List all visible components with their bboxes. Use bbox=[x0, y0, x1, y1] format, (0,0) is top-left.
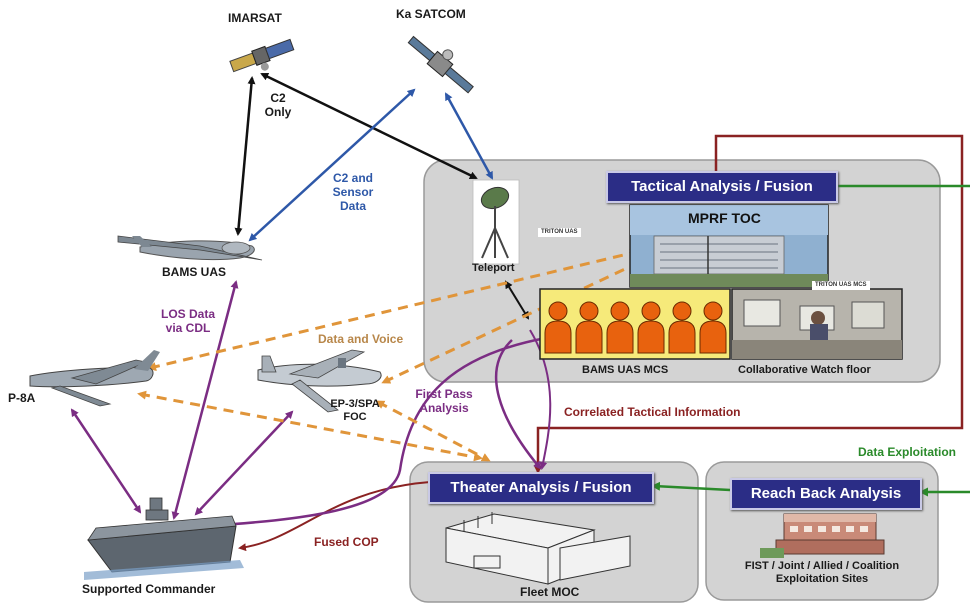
first-pass-line1: First Pass bbox=[415, 387, 473, 401]
triton-uas-tag: TRITON UAS bbox=[538, 228, 581, 237]
exploitation-sites-label: FIST / Joint / Allied / Coalition Exploi… bbox=[716, 560, 928, 585]
mcs-operators-group bbox=[540, 289, 730, 359]
los-line1: LOS Data bbox=[160, 307, 215, 321]
fused-cop-label: Fused COP bbox=[314, 535, 379, 549]
ka-uas-link bbox=[248, 88, 416, 242]
ep3-aircraft-icon bbox=[257, 349, 382, 413]
watch-floor-label: Collaborative Watch floor bbox=[738, 364, 871, 376]
data-and-voice-label: Data and Voice bbox=[318, 332, 404, 346]
first-pass-line2: Analysis bbox=[419, 400, 469, 415]
data-exploitation-label: Data Exploitation bbox=[858, 445, 957, 459]
data-voice-ep3-toc bbox=[381, 260, 643, 384]
reach-back-analysis-header: Reach Back Analysis bbox=[730, 478, 922, 510]
operators-svg bbox=[544, 301, 727, 354]
c2-sensor-data-label: C2 and Sensor Data bbox=[318, 171, 388, 213]
c2-only-line2: Only bbox=[264, 104, 292, 119]
correlated-loop-line bbox=[534, 134, 964, 474]
teleport-label: Teleport bbox=[472, 262, 515, 274]
mprf-toc-label: MPRF TOC bbox=[688, 210, 761, 226]
teleport-dish-icon bbox=[472, 179, 520, 265]
ka-teleport-link bbox=[444, 92, 494, 180]
p8a-label: P-8A bbox=[8, 391, 36, 405]
bams-uas-mcs-label: BAMS UAS MCS bbox=[582, 364, 669, 376]
imarsat-uas-link bbox=[234, 76, 256, 236]
first-pass-analysis-label: First Pass Analysis bbox=[406, 387, 482, 416]
exploitation-sites-line1: FIST / Joint / Allied / Coalition bbox=[744, 560, 900, 572]
imarsat-satellite-icon bbox=[229, 38, 295, 73]
mprf-toc-photo bbox=[629, 204, 829, 288]
operator-person-icon bbox=[699, 301, 727, 354]
operator-person-icon bbox=[544, 301, 572, 354]
los-line2: via CDL bbox=[165, 320, 211, 335]
operator-person-icon bbox=[606, 301, 634, 354]
operator-person-icon bbox=[575, 301, 603, 354]
c2-only-line1: C2 bbox=[270, 91, 286, 105]
c2-only-label: C2 Only bbox=[258, 91, 298, 120]
data-voice-ep3-theater bbox=[375, 400, 491, 462]
imarsat-label: IMARSAT bbox=[228, 11, 282, 25]
imarsat-teleport-link bbox=[260, 72, 478, 180]
mcs-operators-panel bbox=[539, 288, 731, 360]
supported-commander-label: Supported Commander bbox=[82, 582, 216, 596]
reach-to-theater-arrow bbox=[651, 481, 731, 492]
ka-satcom-label: Ka SATCOM bbox=[396, 7, 466, 21]
operator-person-icon bbox=[668, 301, 696, 354]
c2-sensor-line1: C2 and bbox=[332, 171, 373, 185]
correlated-tactical-info-label: Correlated Tactical Information bbox=[564, 405, 741, 419]
ep3-label-name: EP-3/SPA bbox=[330, 398, 380, 410]
operator-person-icon bbox=[637, 301, 665, 354]
tactical-analysis-header: Tactical Analysis / Fusion bbox=[606, 171, 838, 203]
p8a-commander-link bbox=[70, 408, 142, 514]
bams-uas-label: BAMS UAS bbox=[162, 265, 227, 279]
exploitation-sites-building-icon bbox=[760, 513, 885, 558]
data-voice-p8a-theater bbox=[137, 390, 483, 462]
theater-analysis-header: Theater Analysis / Fusion bbox=[428, 472, 654, 504]
fleet-moc-label: Fleet MOC bbox=[520, 585, 580, 599]
los-data-label: LOS Data via CDL bbox=[150, 307, 226, 336]
bams-uas-aircraft-icon bbox=[117, 235, 263, 261]
fleet-moc-building-icon bbox=[445, 512, 631, 585]
exploitation-sites-line2: Exploitation Sites bbox=[775, 572, 869, 585]
ep3-commander-link bbox=[194, 410, 294, 516]
aircraft-carrier-icon bbox=[84, 497, 244, 580]
triton-mcs-tag: TRITON UAS MCS bbox=[812, 281, 870, 290]
foc-label: FOC bbox=[343, 410, 367, 423]
c2-sensor-line3: Data bbox=[339, 198, 366, 213]
p8a-aircraft-icon bbox=[29, 350, 160, 407]
c2-sensor-line2: Sensor bbox=[332, 184, 374, 199]
watch-floor-photo bbox=[731, 288, 903, 360]
ep3-label: EP-3/SPA FOC bbox=[325, 398, 385, 423]
ka-satcom-satellite-icon bbox=[407, 35, 474, 94]
